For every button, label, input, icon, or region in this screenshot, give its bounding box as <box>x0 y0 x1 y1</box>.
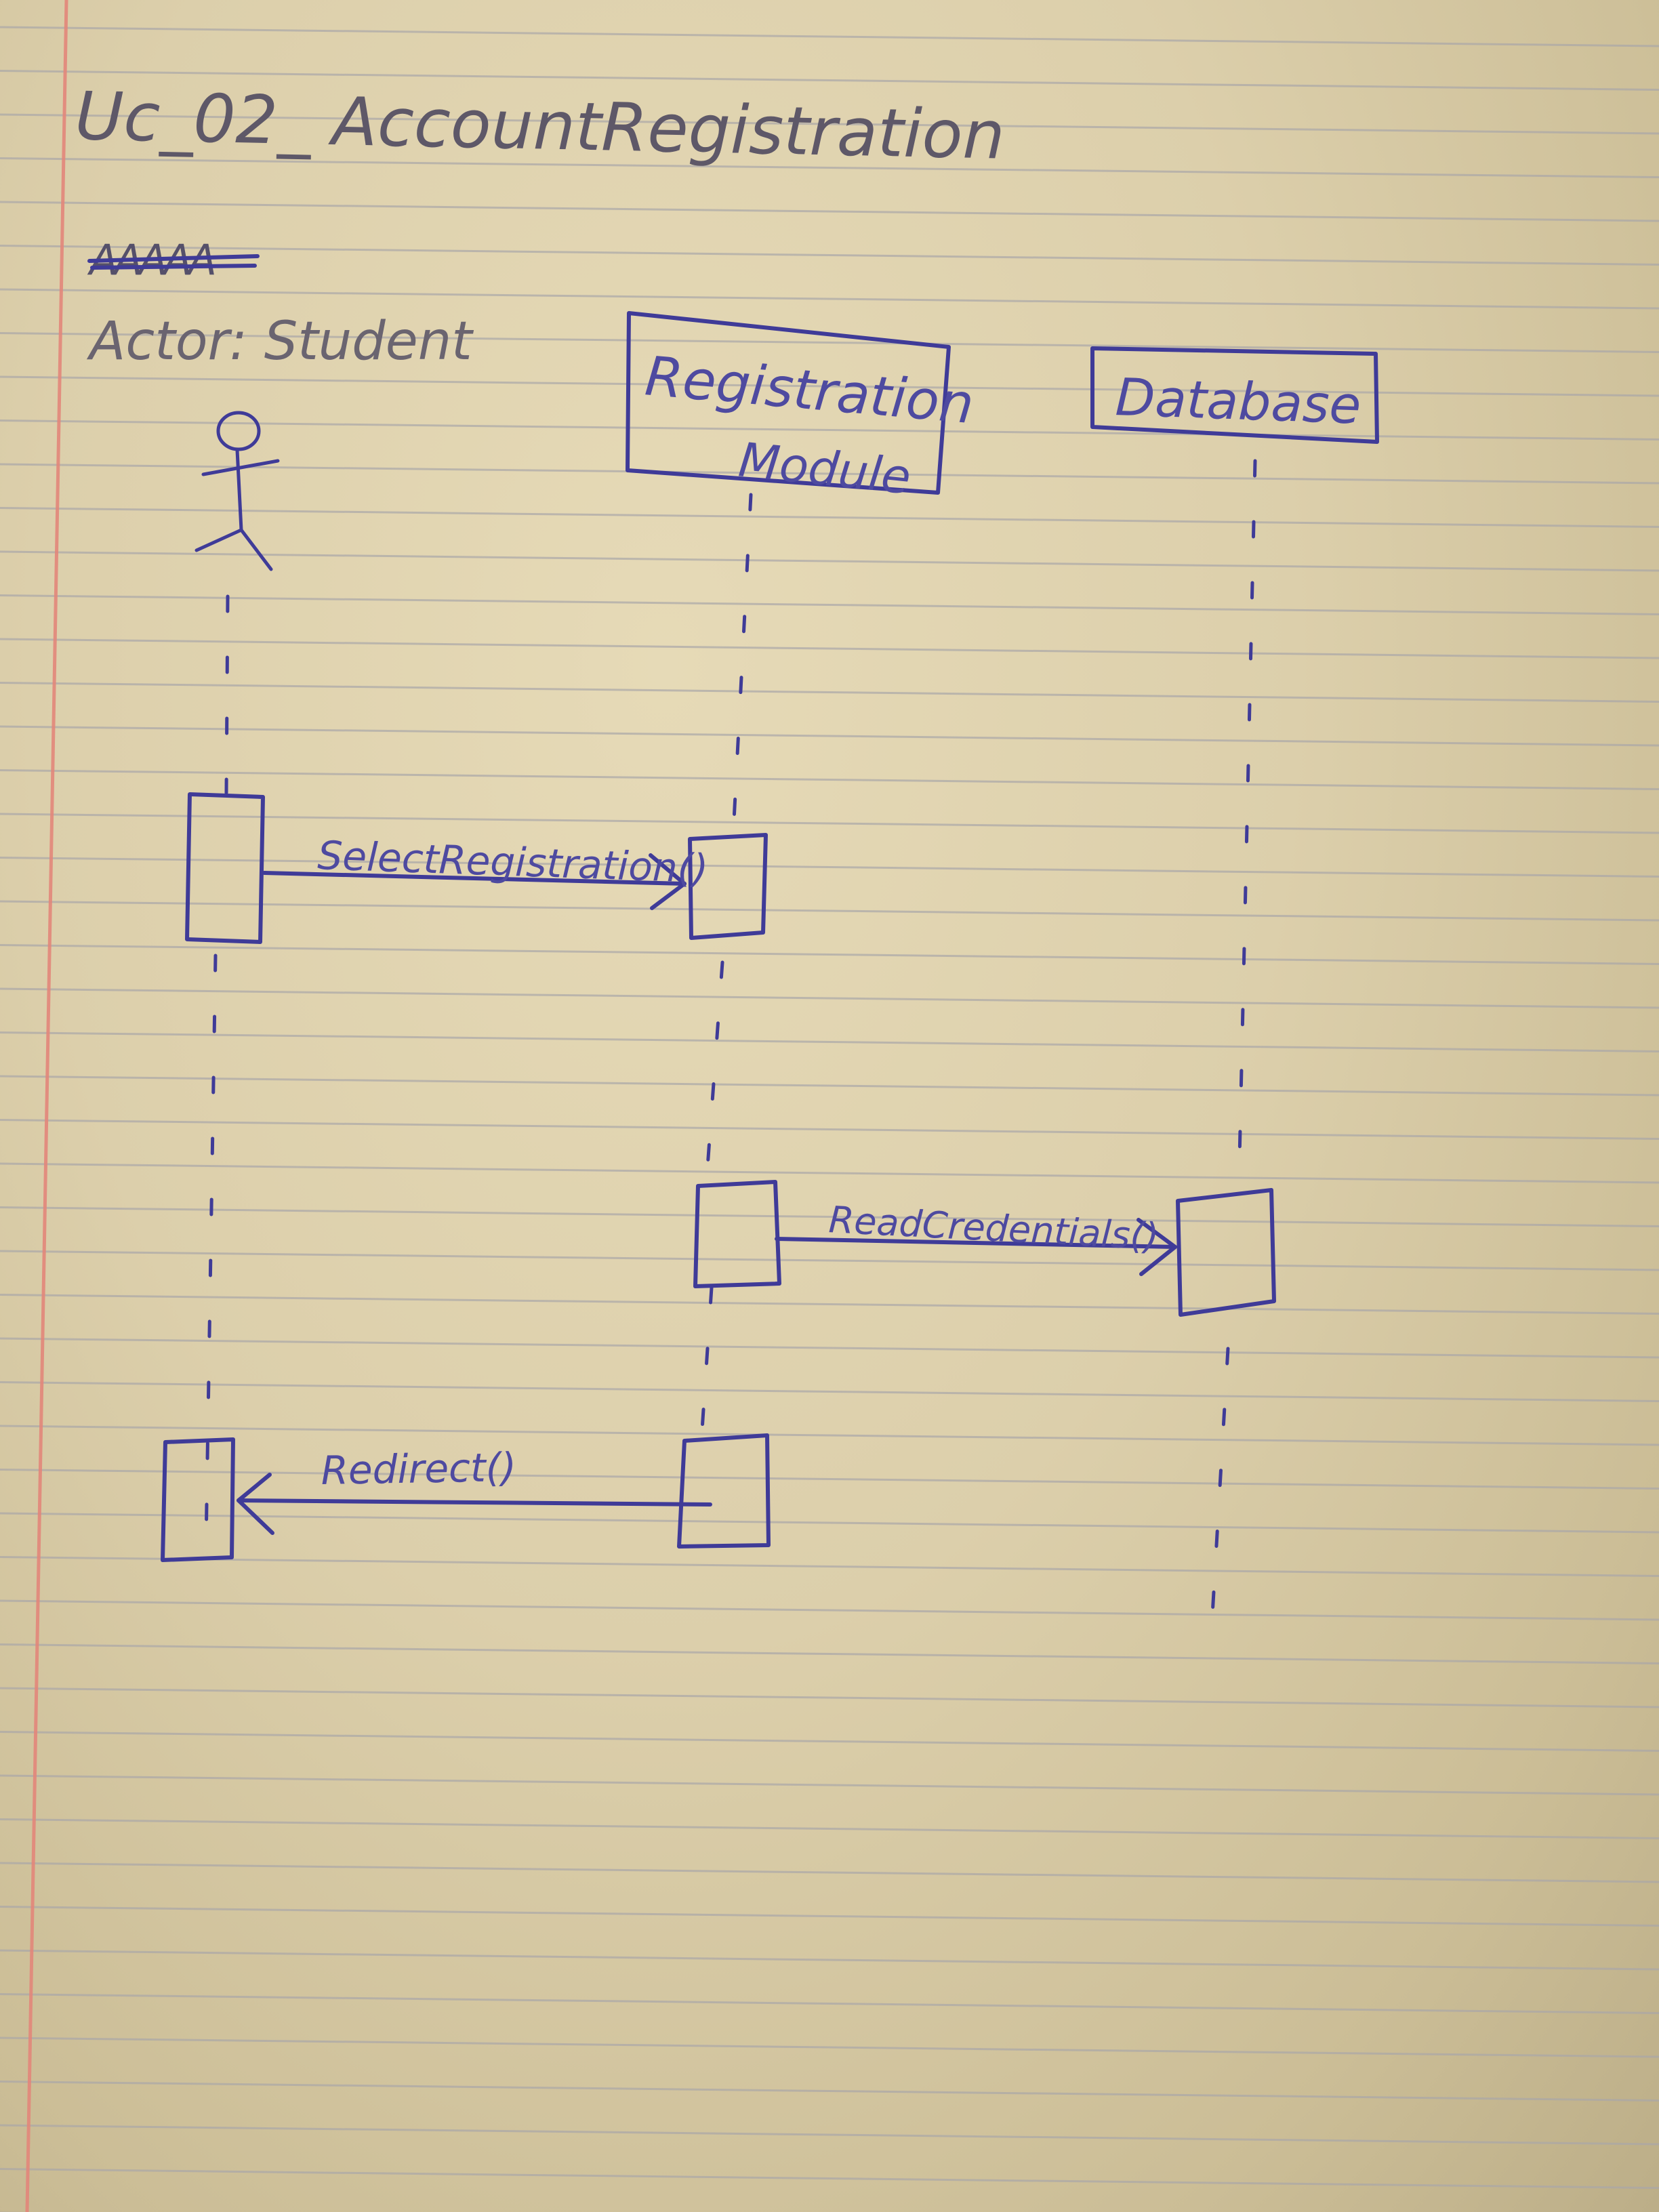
rule-line <box>0 1162 1659 1184</box>
rule-line <box>0 987 1659 1009</box>
rule-line <box>0 900 1659 922</box>
rule-line <box>0 1687 1659 1708</box>
rule-line <box>0 594 1659 615</box>
lifeline-registration-module-header: Registration Module <box>626 311 977 506</box>
message-read-credentials-line <box>775 1237 1177 1249</box>
registration-activation-3 <box>677 1433 771 1549</box>
message-read-credentials: ReadCredentials() <box>775 1198 1177 1276</box>
rule-line <box>0 1119 1659 1140</box>
margin-line <box>25 0 68 2212</box>
actor-label: Actor: Student <box>86 311 474 372</box>
message-redirect: Redirect() <box>237 1444 712 1535</box>
database-label: Database <box>1114 367 1362 436</box>
rule-line <box>0 1381 1659 1402</box>
rule-line <box>0 1294 1659 1315</box>
rule-line <box>0 2036 1659 2058</box>
database-activation <box>1176 1188 1276 1317</box>
rule-line <box>0 1206 1659 1227</box>
database-lifeline <box>1210 459 1257 1629</box>
rule-line <box>0 507 1659 528</box>
rule-line <box>0 1337 1659 1359</box>
rule-line <box>0 113 1659 135</box>
rule-line <box>0 813 1659 834</box>
rule-line <box>0 1949 1659 1971</box>
registration-activation-2 <box>693 1180 781 1288</box>
rule-line <box>0 769 1659 790</box>
rule-line <box>0 157 1659 178</box>
rule-line <box>0 1512 1659 1534</box>
rule-line <box>0 288 1659 310</box>
rule-line <box>0 2081 1659 2102</box>
registration-module-label-line-2: Module <box>736 432 914 505</box>
rule-line <box>0 2168 1659 2189</box>
rule-line <box>0 70 1659 91</box>
rule-line <box>0 2124 1659 2146</box>
database-box <box>1090 346 1379 444</box>
lifelines <box>204 459 1257 1629</box>
actor-body <box>235 448 243 532</box>
message-select-registration-line <box>262 871 687 886</box>
message-select-registration-arrowhead <box>649 853 687 910</box>
student-actor-figure <box>194 411 280 571</box>
message-select-registration-label: SelectRegistration() <box>317 832 710 892</box>
rule-line <box>0 1862 1659 1883</box>
rule-line <box>0 1906 1659 1927</box>
registration-activation-1 <box>688 833 768 940</box>
rule-line <box>0 1250 1659 1271</box>
message-redirect-line <box>237 1498 712 1507</box>
rule-line <box>0 375 1659 397</box>
message-select-registration: SelectRegistration() <box>262 832 710 910</box>
rule-line <box>0 1774 1659 1796</box>
student-activation-2 <box>161 1437 235 1562</box>
student-activation-1 <box>185 792 265 944</box>
diagram-title: Uc_02_ AccountRegistration <box>74 78 1005 175</box>
student-lifeline <box>204 594 230 1547</box>
rule-line <box>0 682 1659 703</box>
activation-boxes <box>161 792 1276 1562</box>
registration-module-label-line-1: Registration <box>642 344 976 436</box>
rule-line <box>0 201 1659 222</box>
rule-line <box>0 1425 1659 1446</box>
rule-line <box>0 944 1659 965</box>
rule-line <box>0 725 1659 747</box>
rule-line <box>0 463 1659 485</box>
actor-arms <box>201 459 280 476</box>
message-redirect-arrowhead <box>237 1473 274 1535</box>
rule-line <box>0 1075 1659 1097</box>
rule-line <box>0 332 1659 353</box>
lifeline-database-header: Database <box>1090 346 1379 444</box>
registration-module-lifeline <box>700 493 753 1432</box>
rule-line <box>0 1031 1659 1052</box>
rule-line <box>0 26 1659 47</box>
rule-line <box>0 857 1659 878</box>
message-read-credentials-arrowhead <box>1136 1218 1177 1276</box>
rule-line <box>0 1469 1659 1490</box>
registration-module-box <box>626 311 951 495</box>
rule-line <box>0 1818 1659 1839</box>
rule-line <box>0 638 1659 659</box>
rule-line <box>0 550 1659 572</box>
rule-line <box>0 1643 1659 1664</box>
rule-line <box>0 419 1659 441</box>
message-read-credentials-label: ReadCredentials() <box>827 1198 1160 1258</box>
rule-line <box>0 1731 1659 1752</box>
rule-line <box>0 245 1659 266</box>
message-redirect-label: Redirect() <box>321 1444 516 1494</box>
scribble-strike <box>87 254 260 270</box>
rule-line <box>0 1599 1659 1621</box>
rule-line <box>0 1556 1659 1577</box>
rule-line <box>0 1993 1659 2014</box>
actor-legs <box>194 528 273 571</box>
actor-head <box>216 411 261 451</box>
